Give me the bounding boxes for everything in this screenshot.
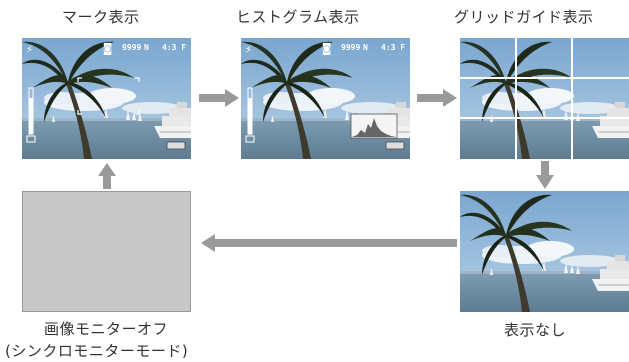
quality-badge: N xyxy=(144,43,149,52)
aspect-label: 4:3 F xyxy=(381,43,406,52)
flash-icon: ⚡ xyxy=(26,42,34,56)
beach-scene-image xyxy=(22,38,191,159)
camera-mode-icon: ◙ xyxy=(104,41,112,55)
quality-badge: N xyxy=(363,43,368,52)
caption-synchro-monitor-mode: (シンクロモニターモード) xyxy=(5,342,189,360)
caption-monitor-off: 画像モニターオフ xyxy=(44,320,169,338)
panel-grid-guide-display xyxy=(460,38,629,159)
panel-no-display xyxy=(460,191,629,312)
arrow-right-2 xyxy=(417,89,457,107)
camera-mode-icon: ◙ xyxy=(323,41,331,55)
arrow-up xyxy=(98,163,116,189)
aspect-label: 4:3 F xyxy=(162,43,187,52)
arrow-right-1 xyxy=(199,89,239,107)
arrow-left xyxy=(201,234,457,252)
caption-no-display: 表示なし xyxy=(504,321,567,339)
caption-grid-guide-display: グリッドガイド表示 xyxy=(454,8,594,26)
histogram-graph xyxy=(350,113,398,139)
grid-lines xyxy=(460,38,629,159)
focus-frame-marks xyxy=(77,77,140,115)
beach-scene-image xyxy=(241,38,410,159)
beach-scene-image xyxy=(460,38,629,159)
panel-monitor-off xyxy=(22,191,191,312)
flash-icon: ⚡ xyxy=(245,42,253,56)
panel-mark-display: ⚡ ◙ 9999 N 4:3 F xyxy=(22,38,191,159)
arrow-down xyxy=(536,161,554,189)
beach-scene-image xyxy=(460,191,629,312)
caption-histogram-display: ヒストグラム表示 xyxy=(236,8,360,26)
shots-remaining: 9999 xyxy=(122,43,142,52)
panel-histogram-display: ⚡ ◙ 9999 N 4:3 F xyxy=(241,38,410,159)
shots-remaining: 9999 xyxy=(341,43,361,52)
caption-mark-display: マーク表示 xyxy=(62,8,140,26)
